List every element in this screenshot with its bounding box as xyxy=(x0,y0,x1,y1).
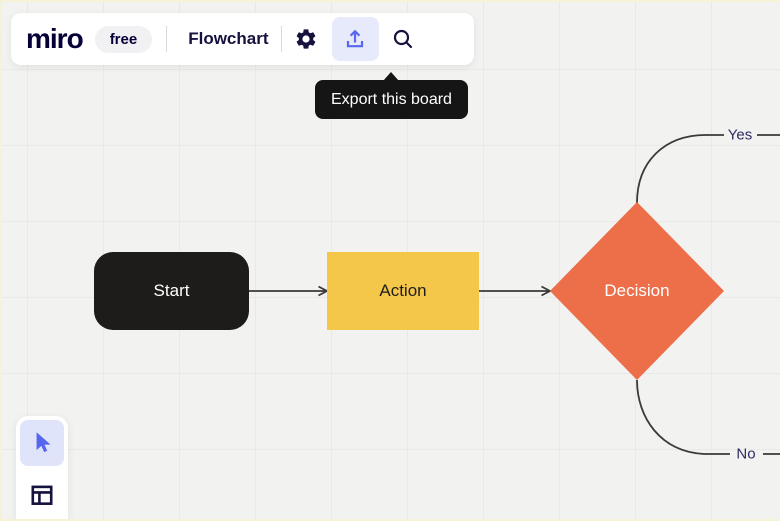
board-title[interactable]: Flowchart xyxy=(188,29,269,48)
cursor-icon xyxy=(29,429,55,458)
top-toolbar: miro free Flowchart xyxy=(11,13,474,65)
node-label: Decision xyxy=(604,281,670,300)
settings-button[interactable] xyxy=(286,19,326,59)
toolbar-divider xyxy=(280,26,282,52)
connector-no[interactable] xyxy=(636,379,780,455)
connector-action-decision[interactable] xyxy=(479,285,552,297)
export-tooltip: Export this board xyxy=(315,72,468,119)
search-icon xyxy=(391,27,415,51)
plan-badge[interactable]: free xyxy=(94,25,153,53)
node-label: Start xyxy=(153,281,190,300)
flowchart-node-start[interactable]: Start xyxy=(94,252,249,330)
upload-icon xyxy=(343,27,367,51)
connector-yes[interactable] xyxy=(636,134,780,204)
miro-logo[interactable]: miro xyxy=(26,23,84,54)
connector-start-action[interactable] xyxy=(249,285,329,297)
connector-label-no[interactable]: No xyxy=(736,445,756,463)
flowchart-node-decision[interactable]: Decision xyxy=(550,202,724,380)
connector-label-yes[interactable]: Yes xyxy=(727,126,753,144)
frames-icon xyxy=(29,482,55,511)
left-tool-panel xyxy=(16,416,68,519)
gear-icon xyxy=(294,27,318,51)
search-button[interactable] xyxy=(383,19,423,59)
export-button[interactable] xyxy=(331,17,379,61)
node-label: Action xyxy=(379,281,427,300)
select-tool-button[interactable] xyxy=(20,420,64,466)
flowchart-node-action[interactable]: Action xyxy=(327,252,479,330)
frames-tool-button[interactable] xyxy=(20,476,64,516)
toolbar-divider xyxy=(166,26,168,52)
